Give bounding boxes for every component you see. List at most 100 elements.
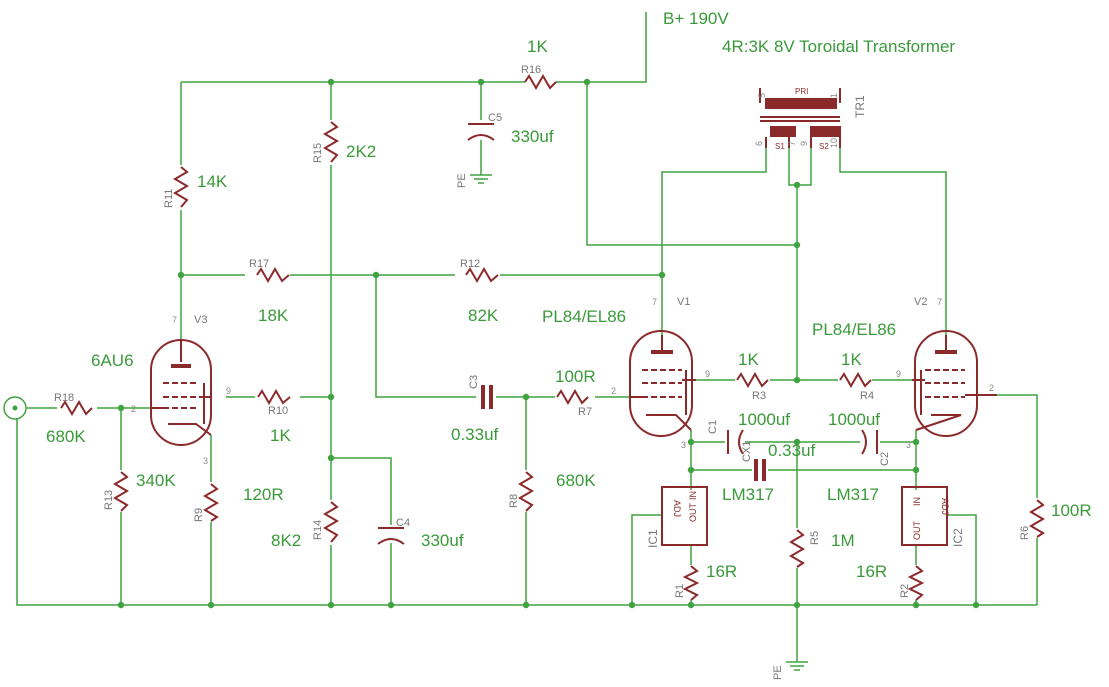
junctions	[117, 78, 980, 609]
resistor-r15-ref: R15	[312, 143, 324, 163]
resistor-r8: R8 680K	[508, 471, 596, 512]
resistor-r5-value: 1M	[831, 531, 855, 550]
transformer-s1-label: S1	[775, 142, 785, 151]
resistor-r2: R2 16R	[856, 562, 925, 601]
resistor-r8-value: 680K	[556, 471, 596, 490]
transformer-tr1: PRI S1 S2 TR1 5 1 6 7 9 10	[754, 87, 867, 151]
tube-v2-pin-screen: 9	[896, 369, 901, 379]
regulator-ic1-adj: ADJ	[672, 500, 682, 517]
ground-label-main: PE	[772, 665, 784, 680]
resistor-r3: R3 1K	[736, 350, 769, 402]
transformer-pin-9: 9	[799, 141, 809, 146]
capacitor-cx1-value: 0.33uf	[768, 441, 816, 460]
tube-v1-pin-grid: 2	[611, 386, 616, 396]
transformer-pin-1: 1	[829, 93, 839, 98]
resistor-r2-value: 16R	[856, 562, 887, 581]
regulator-ic2-ref: IC2	[951, 528, 965, 547]
tube-v2-pin-grid: 2	[989, 383, 994, 393]
resistor-r1-ref: R1	[674, 584, 686, 598]
resistor-r16-ref: R16	[521, 64, 541, 76]
tube-v2-pin-cathode: 3	[906, 440, 911, 450]
capacitor-c4-value: 330uf	[421, 531, 464, 550]
resistor-r12-ref: R12	[460, 258, 480, 270]
capacitor-c3: C3 0.33uf	[451, 375, 499, 444]
resistor-r11-ref: R11	[163, 189, 175, 208]
resistor-r17: R17 18K	[249, 258, 290, 325]
regulator-ic2-in: IN	[912, 497, 922, 506]
capacitor-c1-value: 1000uf	[738, 410, 790, 429]
tube-v1: V1 PL84/EL86 7 2 9 3	[542, 296, 710, 450]
capacitor-cx1: CX1 0.33uf	[741, 441, 816, 481]
tube-v1-ref: V1	[677, 296, 690, 308]
transformer-pin-6: 6	[754, 141, 764, 146]
capacitor-c3-ref: C3	[468, 375, 480, 389]
tube-v1-pin-screen: 9	[705, 369, 710, 379]
tube-v1-pin-plate: 7	[652, 297, 657, 307]
capacitor-cx1-ref: CX1	[741, 441, 753, 462]
resistor-r1-value: 16R	[706, 562, 737, 581]
resistor-r18-value: 680K	[46, 427, 86, 446]
supply-label: B+ 190V	[663, 9, 729, 28]
resistor-r17-value: 18K	[258, 306, 289, 325]
resistor-r12-value: 82K	[468, 306, 499, 325]
resistor-r7-ref: R7	[578, 406, 592, 418]
tube-v2-type: PL84/EL86	[812, 320, 896, 339]
resistor-r18: R18 680K	[46, 392, 93, 446]
resistor-r14: R14 8K2	[271, 501, 339, 550]
resistor-r5: R5 1M	[789, 529, 855, 568]
tube-v1-type: PL84/EL86	[542, 307, 626, 326]
resistor-r9-value: 120R	[243, 485, 284, 504]
transformer-pin-10: 10	[829, 138, 839, 148]
capacitor-c1: C1 1000uf	[707, 410, 790, 455]
transformer-pin-7: 7	[787, 141, 797, 146]
resistor-r2-ref: R2	[899, 584, 911, 598]
resistor-r9-ref: R9	[193, 508, 205, 522]
resistor-r11-value: 14K	[197, 172, 228, 191]
regulator-ic1-out: OUT	[688, 503, 698, 523]
tube-v3: V3 6AU6 7 2 9 3	[91, 314, 231, 466]
regulator-ic1-in: IN	[688, 491, 698, 500]
resistor-r14-ref: R14	[312, 520, 324, 540]
input-connector	[3, 396, 27, 420]
resistor-r14-value: 8K2	[271, 531, 301, 550]
regulator-ic2: ADJ OUT IN IC2 LM317	[827, 485, 965, 547]
resistor-r17-ref: R17	[249, 258, 269, 270]
resistor-r18-ref: R18	[54, 392, 74, 404]
capacitor-c2: C2 1000uf	[828, 410, 891, 466]
resistor-r4-value: 1K	[841, 350, 862, 369]
regulator-ic2-out: OUT	[912, 521, 922, 541]
resistor-r13: R13 340K	[103, 471, 176, 512]
resistor-r6-value: 100R	[1051, 501, 1092, 520]
tube-v3-type: 6AU6	[91, 351, 134, 370]
resistor-r7: R7 100R	[555, 367, 596, 418]
resistor-r4-ref: R4	[860, 390, 874, 402]
transformer-pin-5: 5	[757, 93, 767, 98]
resistor-r12: R12 82K	[460, 258, 499, 325]
regulator-ic2-type: LM317	[827, 485, 879, 504]
regulator-ic1-type: LM317	[722, 485, 774, 504]
resistor-r3-value: 1K	[738, 350, 759, 369]
tube-v3-pin-grid: 2	[131, 404, 136, 414]
regulator-ic1: ADJ OUT IN IC1 LM317	[646, 485, 774, 548]
capacitor-c3-value: 0.33uf	[451, 425, 499, 444]
resistor-r15: R15 2K2	[312, 121, 376, 163]
resistor-r10-value: 1K	[270, 426, 291, 445]
tube-v3-pin-cathode: 3	[203, 456, 208, 466]
ground-symbol-c5: PE	[456, 173, 492, 188]
resistor-r9: R9 120R	[193, 483, 284, 522]
tube-v2: V2 PL84/EL86 7 2 9 3	[812, 296, 997, 450]
resistor-r5-ref: R5	[809, 531, 821, 545]
resistor-r8-ref: R8	[508, 494, 520, 508]
ground-symbol-main: PE	[772, 661, 808, 680]
tube-v3-pin-plate: 7	[172, 315, 177, 325]
tube-v2-pin-plate: 7	[937, 297, 942, 307]
capacitor-c5: C5 330uf	[467, 112, 554, 146]
transformer-description: 4R:3K 8V Toroidal Transformer	[722, 37, 955, 56]
tube-v3-ref: V3	[194, 314, 207, 326]
capacitor-c5-value: 330uf	[511, 127, 554, 146]
resistor-r1: R1 16R	[674, 562, 737, 601]
resistor-r6-ref: R6	[1019, 526, 1031, 540]
resistor-r7-value: 100R	[555, 367, 596, 386]
regulator-ic1-ref: IC1	[646, 529, 660, 548]
resistor-r13-ref: R13	[103, 490, 115, 510]
